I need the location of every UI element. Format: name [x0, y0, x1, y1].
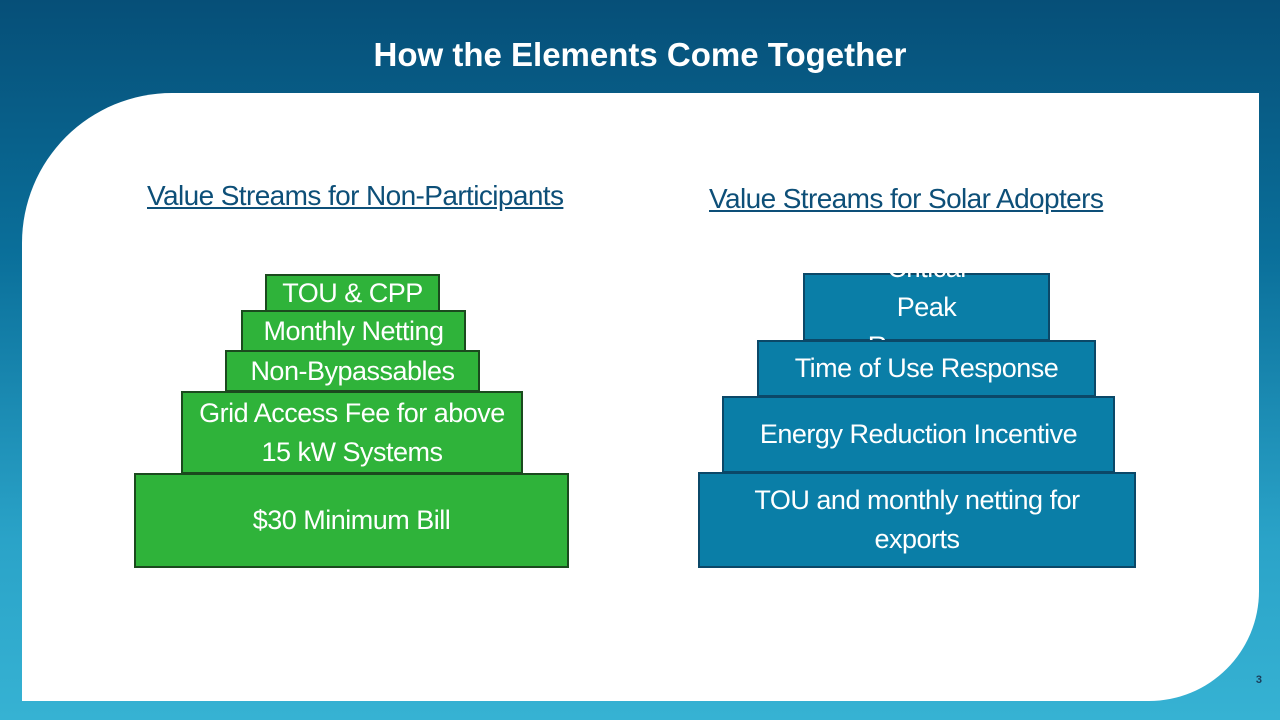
slide-title: How the Elements Come Together — [373, 36, 907, 73]
block-minimum-bill: $30 Minimum Bill — [134, 473, 569, 568]
block-non-bypassables: Non-Bypassables — [225, 350, 480, 392]
block-monthly-netting: Monthly Netting — [241, 310, 466, 352]
block-time-of-use-response: Time of Use Response — [757, 340, 1096, 397]
page-number: 3 — [1255, 674, 1262, 686]
block-critical-peak-response: Critical Peak Response — [803, 253, 1050, 361]
block-grid-access-fee: Grid Access Fee for above 15 kW Systems — [181, 391, 523, 474]
block-tou-monthly-netting-exports: TOU and monthly netting for exports — [698, 472, 1136, 568]
block-energy-reduction-incentive: Energy Reduction Incentive — [722, 396, 1115, 473]
heading-non-participants: Value Streams for Non-Participants — [147, 180, 564, 211]
block-tou-cpp: TOU & CPP — [265, 274, 440, 312]
heading-solar-adopters: Value Streams for Solar Adopters — [709, 183, 1104, 214]
